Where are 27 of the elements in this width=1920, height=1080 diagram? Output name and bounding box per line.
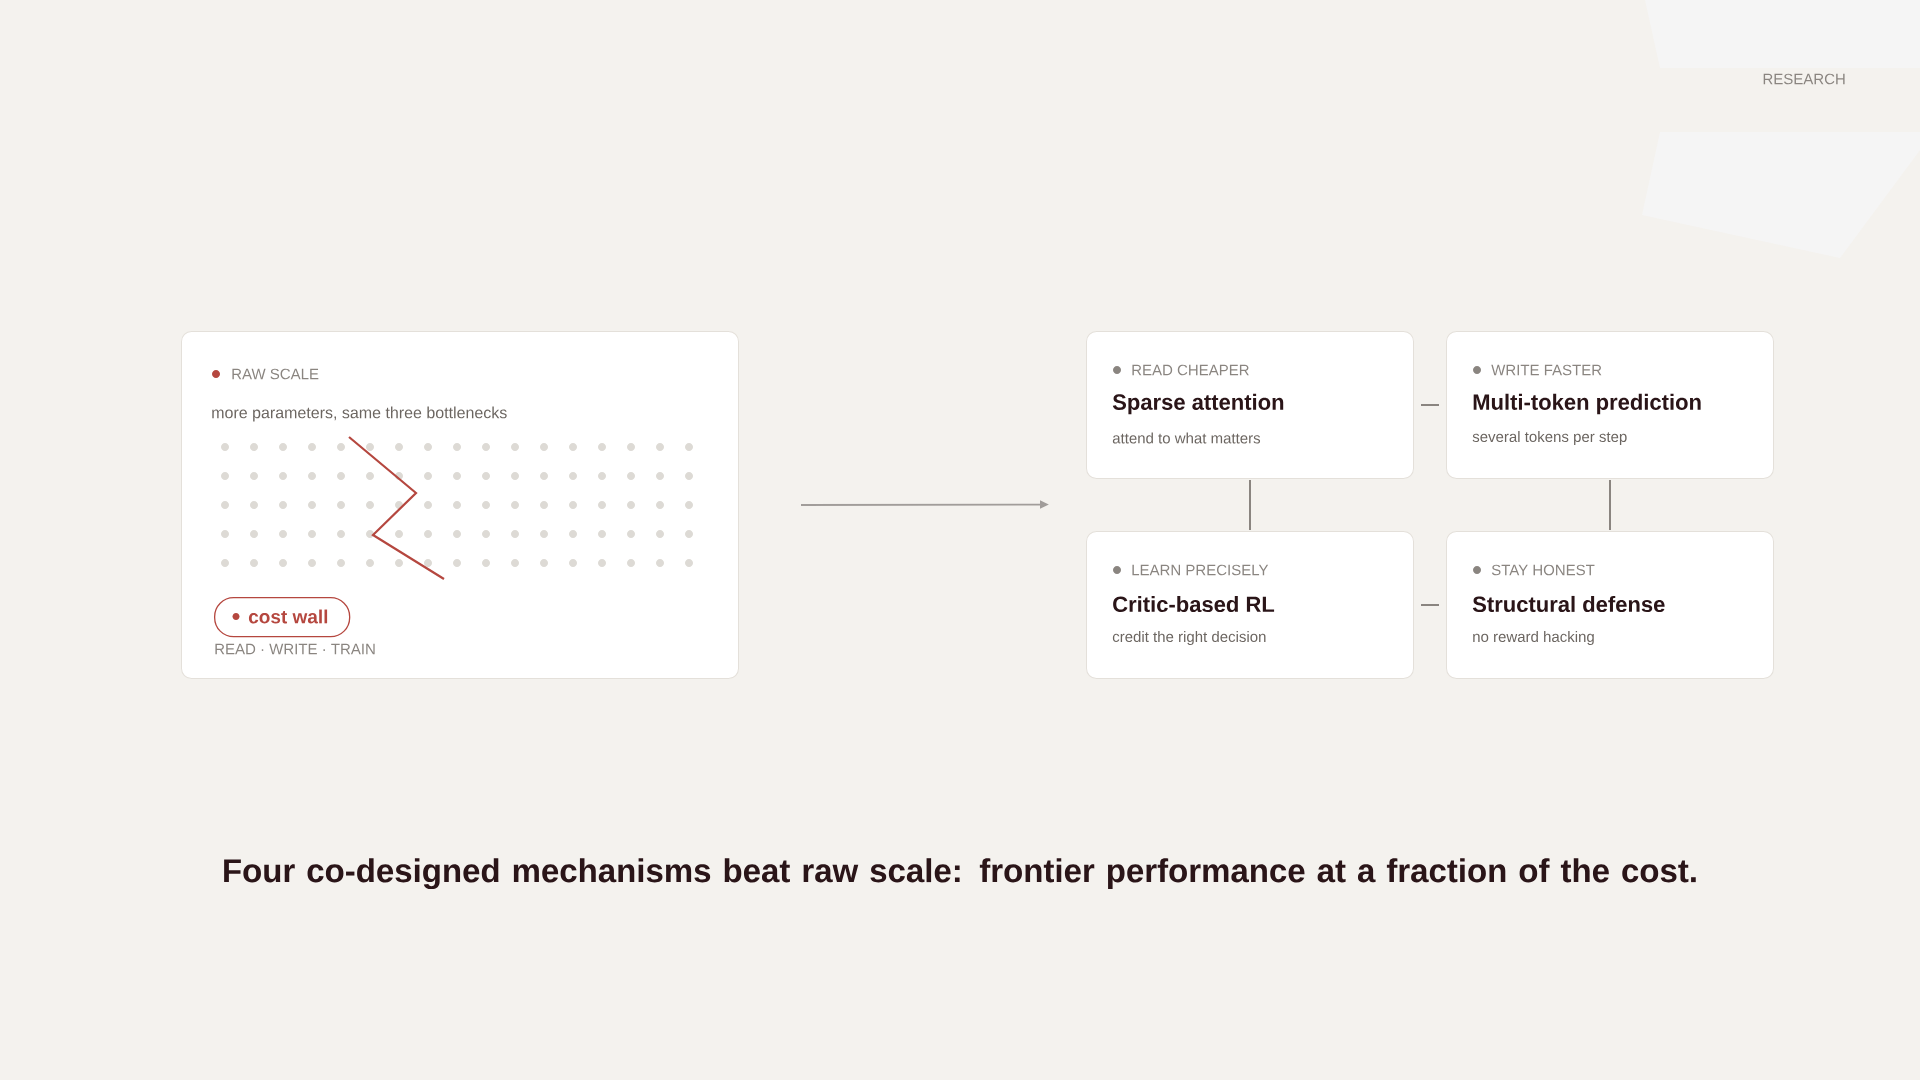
connector-line <box>1420 604 1440 606</box>
kicker-label: LEARN PRECISELY <box>1132 564 1269 576</box>
card-subtitle: attend to what matters <box>1112 432 1261 444</box>
card-subtitle: no reward hacking <box>1473 631 1594 645</box>
mechanism-card <box>1086 331 1414 479</box>
card-title: Multi-token prediction <box>1473 393 1701 415</box>
card-subtitle: several tokens per step <box>1472 431 1627 445</box>
card-title: Critic-based RL <box>1113 595 1275 613</box>
mechanism-card <box>1446 331 1774 479</box>
mechanism-card <box>1446 531 1774 679</box>
tag-pill: cost wall <box>214 597 351 638</box>
mechanism-card <box>1086 531 1414 679</box>
kicker-label: WRITE FASTER <box>1491 364 1602 376</box>
footer-label: READ · WRITE · TRAIN <box>215 643 375 655</box>
kicker-label: RAW SCALE <box>232 368 319 380</box>
caption: Four co-designed mechanisms beat raw scale: frontier performance at a fraction of the cost. <box>224 858 1696 890</box>
card-subtitle: more parameters, same three bottlenecks <box>212 406 507 422</box>
kicker-label: STAY HONEST <box>1491 564 1595 576</box>
connector-line <box>1609 479 1611 531</box>
card-subtitle: credit the right decision <box>1112 631 1266 645</box>
connector-line <box>1249 479 1251 531</box>
card-title: Sparse attention <box>1112 393 1284 415</box>
connector-line <box>1420 404 1440 406</box>
card-title: Structural defense <box>1472 595 1665 613</box>
scale-card <box>181 331 739 679</box>
section-label: RESEARCH <box>1763 73 1845 85</box>
kicker-label: READ CHEAPER <box>1132 364 1249 376</box>
